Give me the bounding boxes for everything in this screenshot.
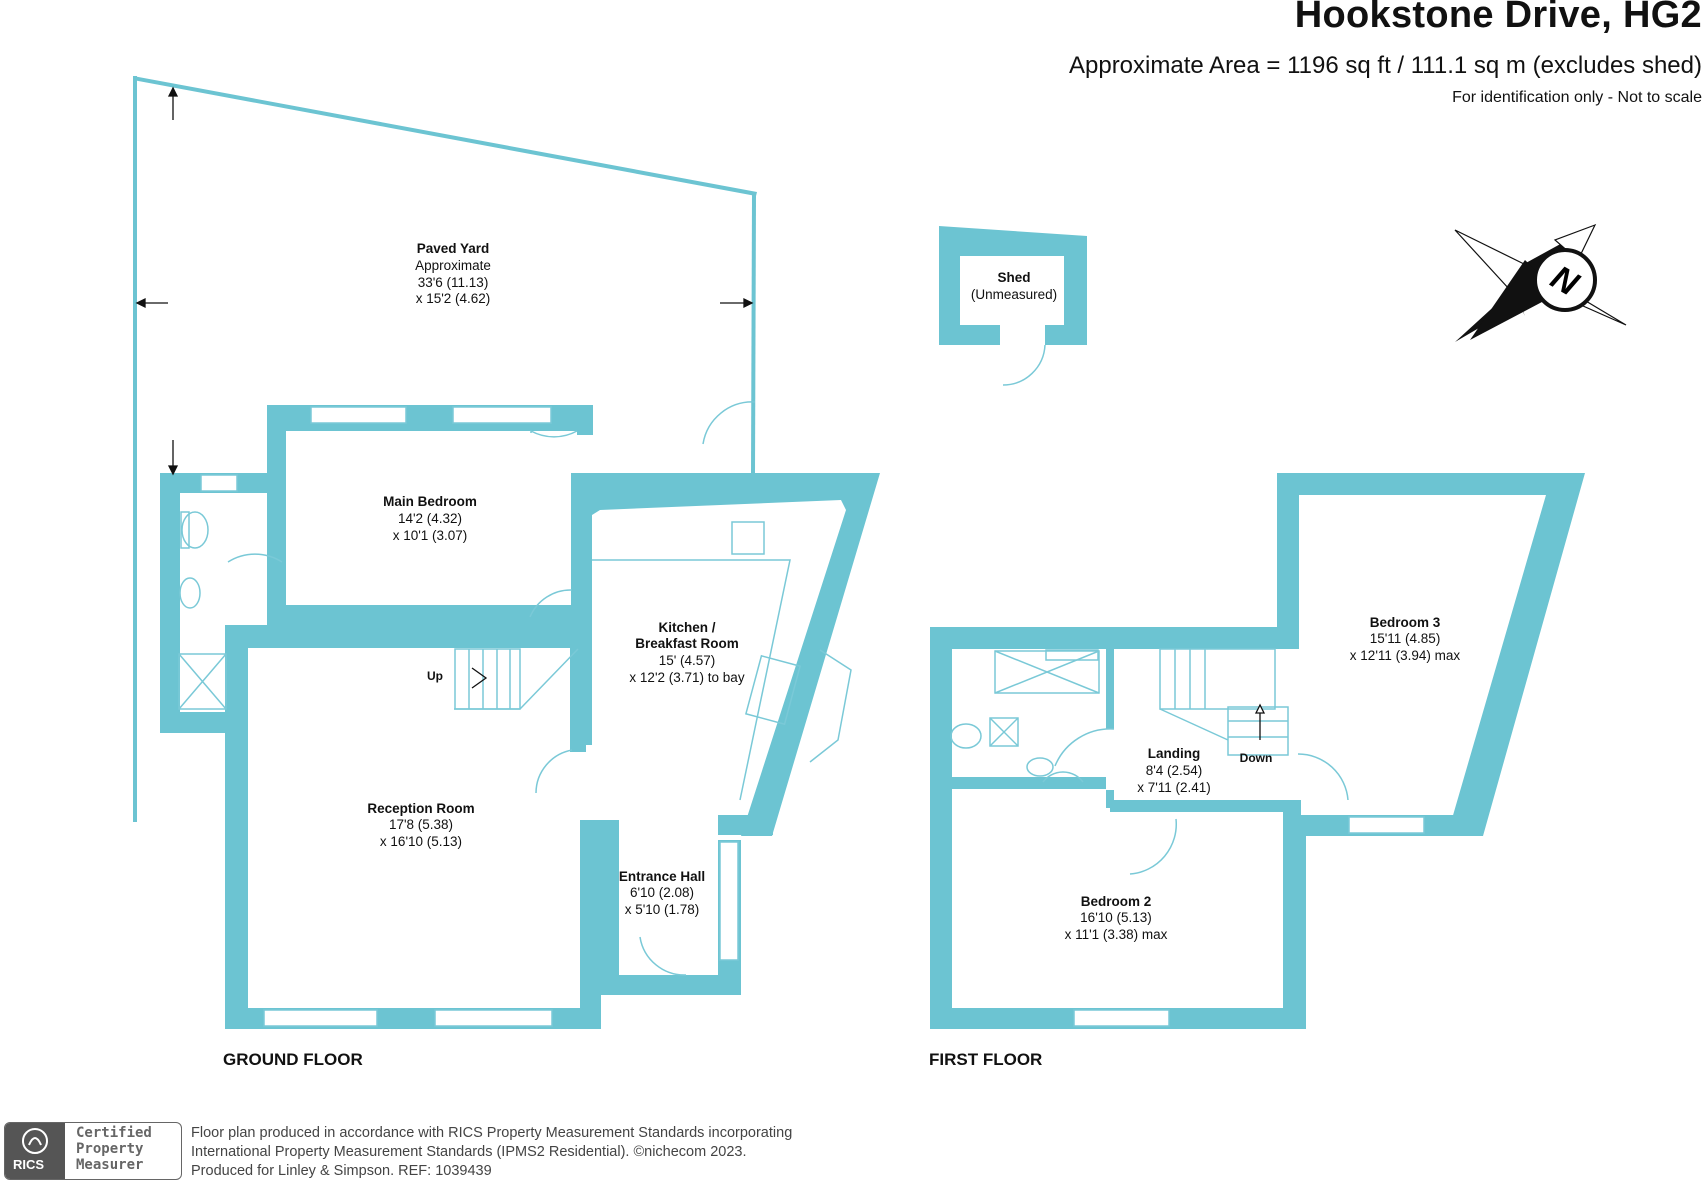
room-paved-yard: Paved Yard Approximate 33'6 (11.13) x 15…	[415, 241, 491, 306]
room-dim: x 10'1 (3.07)	[393, 528, 468, 543]
rics-logo-icon: RICS	[5, 1123, 65, 1179]
room-bedroom-3: Bedroom 3 15'11 (4.85) x 12'11 (3.94) ma…	[1350, 615, 1461, 663]
room-labels: Paved Yard Approximate 33'6 (11.13) x 15…	[367, 241, 1460, 942]
first-floor-label: FIRST FLOOR	[929, 1050, 1043, 1069]
room-shed: Shed (Unmeasured)	[971, 270, 1057, 302]
room-name: Kitchen /	[658, 620, 715, 635]
room-dim: 6'10 (2.08)	[630, 885, 694, 900]
room-dim: x 16'10 (5.13)	[380, 834, 462, 849]
rics-brand: RICS	[13, 1157, 45, 1172]
walls	[133, 76, 1585, 1029]
room-name: Paved Yard	[417, 241, 490, 256]
room-dim: 15' (4.57)	[659, 653, 716, 668]
badge-line: Certified	[76, 1125, 152, 1141]
room-dim: x 5'10 (1.78)	[625, 902, 700, 917]
room-name: Bedroom 2	[1081, 894, 1152, 909]
room-name: Reception Room	[367, 801, 474, 816]
room-dim: (Unmeasured)	[971, 287, 1057, 302]
room-dim: 15'11 (4.85)	[1370, 631, 1441, 646]
room-dim: x 7'11 (2.41)	[1137, 780, 1211, 795]
room-name: Entrance Hall	[619, 869, 705, 884]
room-landing: Landing 8'4 (2.54) x 7'11 (2.41)	[1137, 746, 1211, 795]
stairs-up-label: Up	[427, 669, 443, 683]
badge-text: Certified Property Measurer	[76, 1125, 152, 1173]
compass-north-icon: N	[1454, 223, 1627, 342]
badge-line: Property	[76, 1141, 144, 1157]
room-dim: x 12'11 (3.94) max	[1350, 648, 1461, 663]
room-main-bedroom: Main Bedroom 14'2 (4.32) x 10'1 (3.07)	[383, 494, 477, 543]
room-dim: Approximate	[415, 258, 491, 273]
room-name: Bedroom 3	[1370, 615, 1441, 630]
footer-note: Floor plan produced in accordance with R…	[191, 1124, 792, 1181]
footer-line: Floor plan produced in accordance with R…	[191, 1125, 793, 1141]
fixtures	[178, 344, 1425, 1027]
room-dim: 14'2 (4.32)	[398, 511, 462, 526]
rics-badge: RICS Certified Property Measurer	[4, 1122, 182, 1180]
room-dim: x 15'2 (4.62)	[416, 291, 491, 306]
approximate-area: Approximate Area = 1196 sq ft / 111.1 sq…	[1068, 52, 1702, 79]
page-title: Hookstone Drive, HG2	[1294, 0, 1702, 36]
room-entrance-hall: Entrance Hall 6'10 (2.08) x 5'10 (1.78)	[619, 869, 705, 917]
room-dim: 8'4 (2.54)	[1146, 763, 1203, 778]
room-dim: 16'10 (5.13)	[1080, 910, 1152, 925]
room-kitchen: Kitchen / Breakfast Room 15' (4.57) x 12…	[629, 620, 744, 685]
ground-floor-label: GROUND FLOOR	[223, 1050, 363, 1069]
room-dim: 17'8 (5.38)	[389, 817, 453, 832]
room-name: Shed	[997, 270, 1030, 285]
room-dim: x 11'1 (3.38) max	[1065, 927, 1168, 942]
room-dim: x 12'2 (3.71) to bay	[629, 670, 744, 685]
room-reception: Reception Room 17'8 (5.38) x 16'10 (5.13…	[367, 801, 474, 849]
stairs-down-label: Down	[1240, 751, 1273, 765]
room-name: Landing	[1148, 746, 1201, 761]
room-bedroom-2: Bedroom 2 16'10 (5.13) x 11'1 (3.38) max	[1065, 894, 1168, 942]
badge-line: Measurer	[76, 1157, 144, 1173]
identification-note: For identification only - Not to scale	[1452, 89, 1702, 106]
room-name-2: Breakfast Room	[635, 636, 739, 651]
room-name: Main Bedroom	[383, 494, 477, 509]
footer-line: Produced for Linley & Simpson. REF: 1039…	[191, 1163, 492, 1179]
footer-line: International Property Measurement Stand…	[191, 1144, 747, 1160]
dimension-arrows	[135, 86, 1266, 740]
room-dim: 33'6 (11.13)	[418, 275, 489, 290]
